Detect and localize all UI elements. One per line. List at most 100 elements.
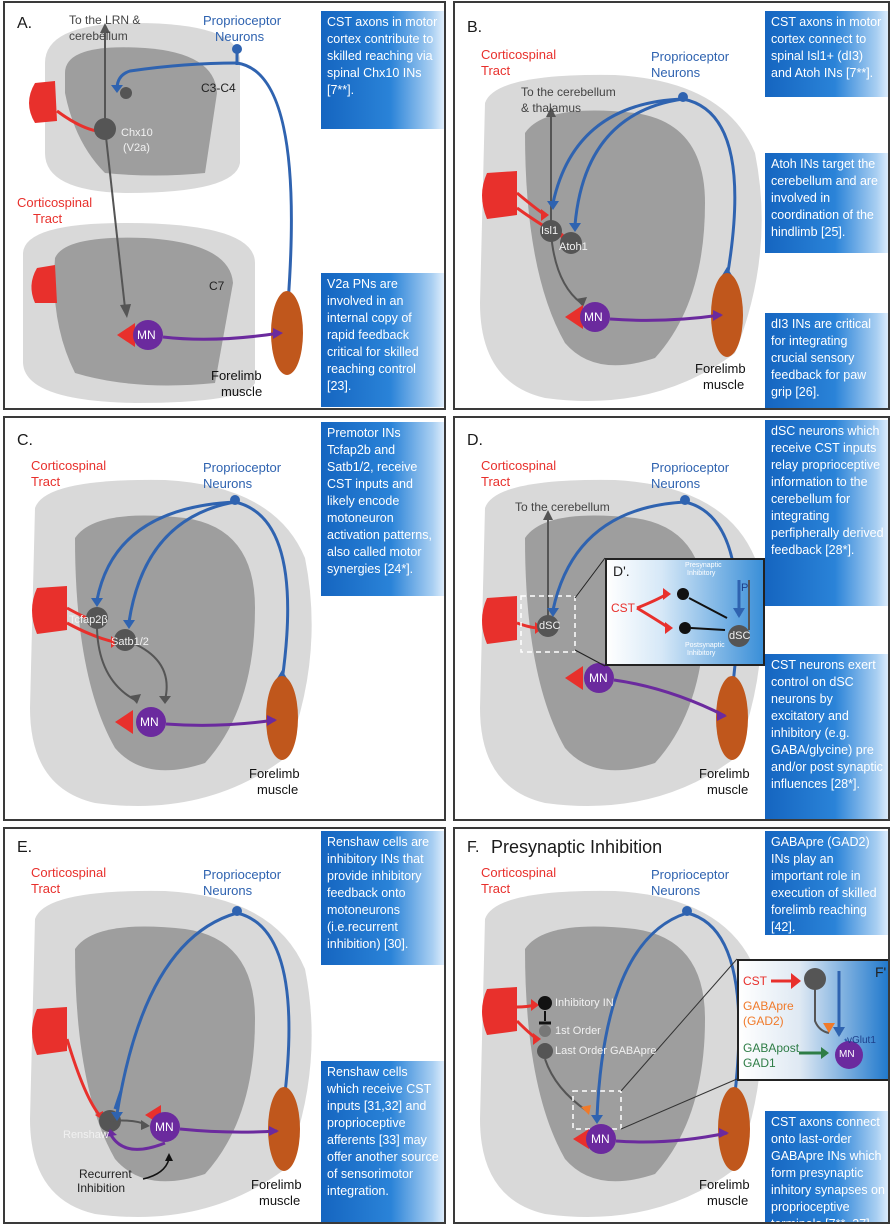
proprioceptor-label: Proprioceptor bbox=[203, 460, 281, 476]
forelimb-label: Forelimb bbox=[211, 368, 262, 384]
panel-a-note-1: CST axons in motor cortex contribute to … bbox=[321, 11, 446, 129]
panel-b-note-2: Atoh INs target the cerebellum and are i… bbox=[765, 153, 890, 253]
forelimb-label: Forelimb bbox=[695, 361, 746, 377]
cerebellum-label: To the cerebellum bbox=[521, 85, 616, 100]
panel-f-note-2: CST axons connect onto last-order GABApr… bbox=[765, 1111, 890, 1224]
cst-label: Corticospinal bbox=[31, 865, 106, 881]
lrn-label: To the LRN & bbox=[69, 13, 140, 28]
last-order-label: Last Order GABApre bbox=[555, 1045, 657, 1058]
renshaw-label: Renshaw bbox=[63, 1129, 109, 1142]
neurons-label: Neurons bbox=[215, 29, 264, 45]
tract-label: Tract bbox=[481, 63, 510, 79]
dsc-label: dSC bbox=[539, 620, 560, 633]
v2a-label: (V2a) bbox=[123, 142, 150, 155]
mn-label: MN bbox=[591, 1132, 610, 1146]
panel-a-note-2: V2a PNs are involved in an internal copy… bbox=[321, 273, 446, 407]
isl1-label: Isl1 bbox=[541, 225, 558, 238]
muscle-label: muscle bbox=[707, 782, 748, 798]
panel-e-note-1: Renshaw cells are inhibitory INs that pr… bbox=[321, 831, 446, 965]
mn-label: MN bbox=[589, 671, 608, 685]
neurons-label: Neurons bbox=[203, 883, 252, 899]
mn-label: MN bbox=[584, 310, 603, 324]
panel-e-letter: E. bbox=[17, 839, 32, 857]
tcfap2b-label: Tcfap2β bbox=[69, 614, 108, 627]
panel-f-title: Presynaptic Inhibition bbox=[491, 837, 662, 858]
panel-f: F' CST GABApre (GAD2) GABApost GAD1 vGlu… bbox=[453, 827, 890, 1224]
inset-cst-label: CST bbox=[611, 600, 635, 616]
tract-label: Tract bbox=[481, 881, 510, 897]
tract-label: Tract bbox=[31, 474, 60, 490]
panel-e: E. Corticospinal Tract Proprioceptor Neu… bbox=[3, 827, 446, 1224]
panel-a-letter: A. bbox=[17, 15, 32, 33]
tract-label: Tract bbox=[33, 211, 62, 227]
inset-dsc-label: dSC bbox=[729, 630, 750, 643]
muscle-label: muscle bbox=[259, 1193, 300, 1209]
thalamus-label: & thalamus bbox=[521, 101, 581, 116]
cst-label: Corticospinal bbox=[481, 865, 556, 881]
panel-d: D'. CST Presynaptic Inhibitory Postsynap… bbox=[453, 416, 890, 821]
panel-c: C. Corticospinal Tract Proprioceptor Neu… bbox=[3, 416, 446, 821]
cst-label: Corticospinal bbox=[17, 195, 92, 211]
panel-d-letter: D. bbox=[467, 432, 483, 450]
inset-cst-label: CST bbox=[743, 973, 767, 989]
inset-gabapre-label: GABApre bbox=[743, 999, 794, 1014]
proprioceptor-label: Proprioceptor bbox=[651, 49, 729, 65]
muscle-label: muscle bbox=[257, 782, 298, 798]
c7-label: C7 bbox=[209, 279, 224, 294]
proprioceptor-label: Proprioceptor bbox=[203, 867, 281, 883]
inset-mn-label: MN bbox=[839, 1049, 855, 1060]
panel-b-note-3: dI3 INs are critical for integrating cru… bbox=[765, 313, 890, 409]
inhibition-label: Inhibition bbox=[77, 1181, 125, 1196]
inhibitory-in-label: Inhibitory IN bbox=[555, 997, 614, 1010]
inset-gad1-label: GAD1 bbox=[743, 1056, 776, 1071]
mn-label: MN bbox=[140, 715, 159, 729]
recurrent-label: Recurrent bbox=[79, 1167, 132, 1182]
panel-f-letter: F. bbox=[467, 839, 479, 857]
inset-postsynaptic-label: Postsynaptic bbox=[685, 642, 725, 650]
muscle-label: muscle bbox=[707, 1193, 748, 1209]
muscle-label: muscle bbox=[703, 377, 744, 393]
panel-d-note-2: CST neurons exert control on dSC neurons… bbox=[765, 654, 890, 821]
mn-label: MN bbox=[137, 328, 156, 342]
inset-pre-inhibitory-label: Inhibitory bbox=[687, 570, 715, 578]
inset-post-inhibitory-label: Inhibitory bbox=[687, 650, 715, 658]
cst-label: Corticospinal bbox=[31, 458, 106, 474]
panel-c-note-1: Premotor INs Tcfap2b and Satb1/2, receiv… bbox=[321, 422, 446, 596]
cerebellum-label: To the cerebellum bbox=[515, 500, 610, 515]
tract-label: Tract bbox=[31, 881, 60, 897]
proprioceptor-label: Proprioceptor bbox=[651, 460, 729, 476]
muscle-label: muscle bbox=[221, 384, 262, 400]
neurons-label: Neurons bbox=[651, 476, 700, 492]
neurons-label: Neurons bbox=[651, 883, 700, 899]
panel-a: A. To the LRN & cerebellum Proprioceptor… bbox=[3, 1, 446, 410]
inset-p-label: P bbox=[741, 580, 748, 596]
panel-f-note-1: GABApre (GAD2) INs play an important rol… bbox=[765, 831, 890, 935]
neurons-label: Neurons bbox=[203, 476, 252, 492]
inset-d-prime: D'. CST Presynaptic Inhibitory Postsynap… bbox=[605, 558, 765, 666]
forelimb-label: Forelimb bbox=[249, 766, 300, 782]
tract-label: Tract bbox=[481, 474, 510, 490]
panel-d-note-1: dSC neurons which receive CST inputs rel… bbox=[765, 420, 890, 606]
forelimb-label: Forelimb bbox=[699, 766, 750, 782]
inset-vglut1-label: vGlut1 bbox=[847, 1033, 876, 1048]
proprioceptor-label: Proprioceptor bbox=[203, 13, 281, 29]
inset-gabapost-label: GABApost bbox=[743, 1041, 799, 1056]
c3-c4-label: C3-C4 bbox=[201, 81, 236, 96]
proprioceptor-label: Proprioceptor bbox=[651, 867, 729, 883]
inset-f-letter: F' bbox=[875, 965, 886, 980]
first-order-label: 1st Order bbox=[555, 1025, 601, 1038]
cst-label: Corticospinal bbox=[481, 47, 556, 63]
neurons-label: Neurons bbox=[651, 65, 700, 81]
inset-d-letter: D'. bbox=[613, 564, 630, 579]
forelimb-label: Forelimb bbox=[251, 1177, 302, 1193]
inset-gad2-label: (GAD2) bbox=[743, 1014, 784, 1029]
inset-presynaptic-label: Presynaptic bbox=[685, 562, 722, 570]
cerebellum-label: cerebellum bbox=[69, 29, 128, 44]
panel-b-letter: B. bbox=[467, 19, 482, 37]
cst-label: Corticospinal bbox=[481, 458, 556, 474]
panel-b: B. Corticospinal Tract Proprioceptor Neu… bbox=[453, 1, 890, 410]
atoh1-label: Atoh1 bbox=[559, 241, 588, 254]
panel-e-note-2: Renshaw cells which receive CST inputs [… bbox=[321, 1061, 446, 1224]
chx10-label: Chx10 bbox=[121, 127, 153, 140]
inset-f-prime: F' CST GABApre (GAD2) GABApost GAD1 vGlu… bbox=[737, 959, 890, 1081]
